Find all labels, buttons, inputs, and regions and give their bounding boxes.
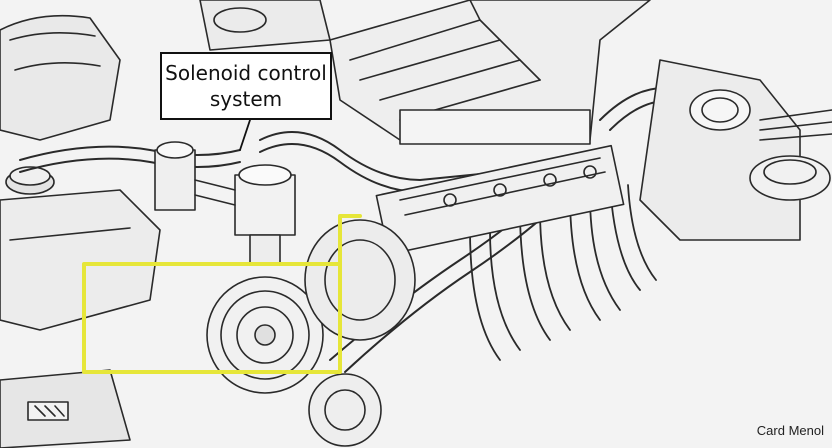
left-panel xyxy=(0,189,161,331)
solenoid-assembly xyxy=(154,141,296,266)
air-duct xyxy=(199,0,331,51)
coolant-reservoir xyxy=(0,14,121,141)
compressor-body xyxy=(304,219,416,341)
callout-leader-line xyxy=(239,119,251,151)
highlight-frame xyxy=(82,214,362,374)
compressor-pulley xyxy=(206,276,324,394)
corner-caption: Card Menol xyxy=(756,423,824,438)
washer-cap xyxy=(749,155,831,201)
lower-pulley xyxy=(308,373,382,447)
air-filter-housing xyxy=(639,59,832,241)
callout-line-2: system xyxy=(209,87,283,111)
callout-line-1: Solenoid control xyxy=(165,61,327,85)
engine-cover xyxy=(329,0,651,145)
reservoir-cap xyxy=(5,166,55,195)
fuse-box xyxy=(0,369,131,448)
callout-label: Solenoid control system xyxy=(160,52,332,120)
